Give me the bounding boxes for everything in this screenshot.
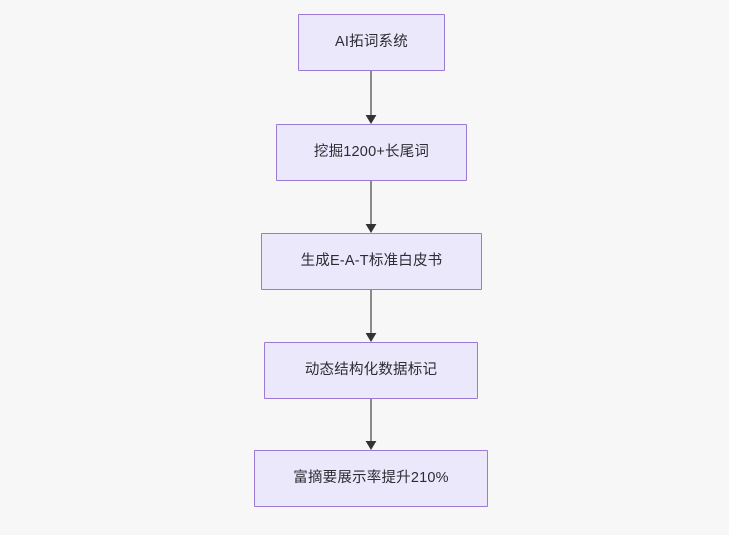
edge-n4-n5 bbox=[361, 399, 381, 450]
flow-node-ai-keyword-system[interactable]: AI拓词系统 bbox=[298, 14, 445, 71]
edge-arrow-icon bbox=[365, 290, 377, 342]
flow-node-label: 挖掘1200+长尾词 bbox=[313, 143, 430, 160]
edge-n3-n4 bbox=[361, 290, 381, 342]
flow-node-label: 动态结构化数据标记 bbox=[304, 361, 438, 378]
flow-node-rich-snippet-impression-uplift[interactable]: 富摘要展示率提升210% bbox=[254, 450, 488, 507]
flow-node-dynamic-structured-data-markup[interactable]: 动态结构化数据标记 bbox=[264, 342, 478, 399]
edge-arrow-icon bbox=[365, 399, 377, 450]
edge-n2-n3 bbox=[361, 181, 381, 233]
edge-arrow-icon bbox=[365, 181, 377, 233]
edge-n1-n2 bbox=[361, 71, 381, 124]
flow-node-label: 生成E-A-T标准白皮书 bbox=[300, 252, 443, 269]
flow-node-generate-eat-whitepaper[interactable]: 生成E-A-T标准白皮书 bbox=[261, 233, 482, 290]
flow-node-label: AI拓词系统 bbox=[335, 33, 408, 50]
flow-node-mine-longtail-keywords[interactable]: 挖掘1200+长尾词 bbox=[276, 124, 467, 181]
edge-arrow-icon bbox=[365, 71, 377, 124]
flow-node-label: 富摘要展示率提升210% bbox=[293, 469, 449, 486]
